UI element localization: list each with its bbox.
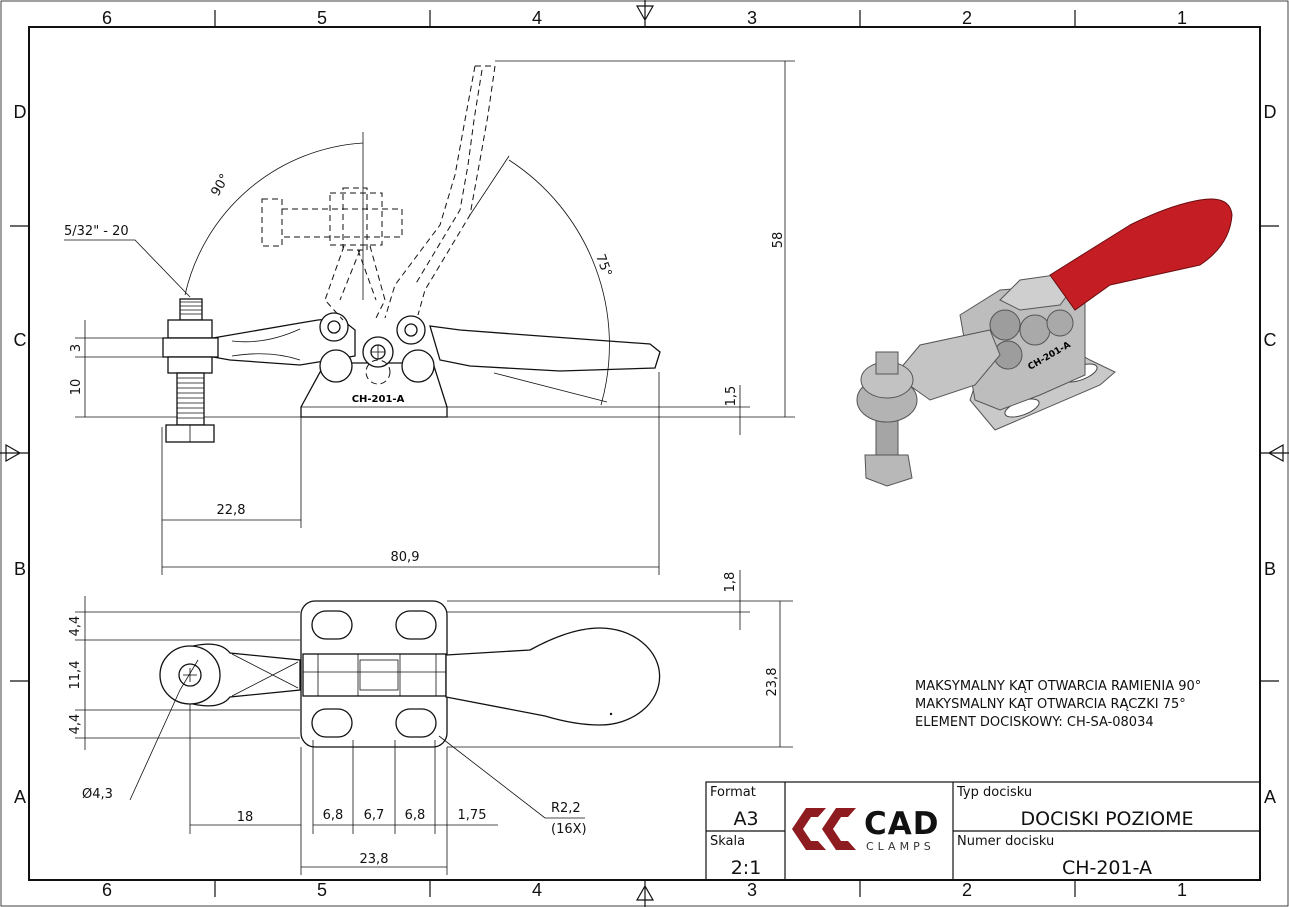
logo-subtext: CLAMPS (866, 840, 935, 853)
side-handle (429, 325, 661, 372)
side-part-marking: CH-201-A (352, 394, 405, 405)
title-block: Format A3 Skala 2:1 CAD CLAMPS Typ docis… (705, 781, 1261, 881)
zone-bottom-2: 2 (962, 880, 972, 900)
side-dim-3: 3 (69, 344, 84, 352)
zone-bottom-1: 1 (1177, 880, 1187, 900)
zone-right-C: C (1264, 330, 1277, 350)
note-line-3: ELEMENT DOCISKOWY: CH-SA-08034 (915, 715, 1154, 730)
zone-bottom-6: 6 (102, 880, 112, 900)
note-line-1: MAKSYMALNY KĄT OTWARCIA RAMIENIA 90° (915, 679, 1201, 694)
side-arc-75 (508, 159, 610, 406)
side-arm-eye (162, 337, 219, 358)
side-dim-10: 10 (69, 379, 84, 396)
tb-type-value: DOCISKI POZIOME (1020, 808, 1193, 830)
top-dim-hole: Ø4,3 (82, 787, 113, 802)
top-dim-4-4-top: 4,4 (68, 616, 83, 637)
top-view: 4,4 11,4 4,4 1,8 23,8 Ø4,3 18 6,8 6,7 6,… (68, 570, 793, 875)
side-pivot-base-left (319, 349, 353, 383)
zone-left-A: A (14, 787, 26, 807)
zone-left-C: C (14, 330, 27, 350)
side-phantom-handle (384, 65, 496, 319)
top-dim-6-8-b: 6,8 (405, 808, 426, 823)
top-handle (445, 627, 661, 726)
zone-left-D: D (14, 102, 27, 122)
side-dim-1-5: 1,5 (724, 386, 739, 407)
side-thread-label: 5/32" - 20 (64, 224, 129, 239)
zone-top-6: 6 (102, 8, 112, 28)
top-slot (395, 708, 437, 738)
centring-mark-left (0, 443, 29, 463)
side-dim-80-9: 80,9 (391, 550, 420, 565)
zone-left-B: B (14, 559, 26, 579)
centring-mark-top (635, 0, 655, 27)
side-nut-upper (167, 319, 213, 339)
top-dim-1-8: 1,8 (723, 572, 738, 593)
side-arc-90 (184, 142, 364, 296)
zone-right-A: A (1264, 787, 1276, 807)
tb-scale-value: 2:1 (731, 857, 762, 879)
zone-bottom-3: 3 (747, 880, 757, 900)
logo-text: CAD (864, 806, 939, 842)
top-dim-4-4-bottom: 4,4 (68, 714, 83, 735)
iso-handle-grip (1049, 198, 1233, 311)
top-dim-1-75: 1,75 (458, 808, 487, 823)
zone-top-5: 5 (317, 8, 327, 28)
zone-top-3: 3 (747, 8, 757, 28)
top-dim-23-8-bottom: 23,8 (360, 852, 389, 867)
side-angle-90: 90° (208, 172, 233, 199)
top-slot (395, 610, 437, 640)
top-dim-radius-count: (16X) (551, 822, 587, 837)
top-dim-23-8-right: 23,8 (765, 668, 780, 697)
side-nut-lower (167, 356, 213, 374)
zone-top-4: 4 (532, 8, 542, 28)
top-slot (311, 610, 353, 640)
top-dim-6-8-a: 6,8 (323, 808, 344, 823)
tb-scale-label: Skala (710, 834, 745, 849)
tb-number-value: CH-201-A (1062, 857, 1152, 879)
zone-bottom-5: 5 (317, 880, 327, 900)
side-pivot-base-right (401, 349, 435, 383)
centring-mark-right (1260, 443, 1289, 463)
top-dim-11-4: 11,4 (68, 661, 83, 690)
zone-right-B: B (1264, 559, 1276, 579)
side-dim-22-8: 22,8 (217, 503, 246, 518)
tb-number-label: Numer docisku (957, 834, 1054, 849)
tb-format-label: Format (710, 785, 756, 800)
top-dim-6-7: 6,7 (364, 808, 385, 823)
tb-format-value: A3 (733, 808, 758, 830)
note-line-2: MAKYSMALNY KĄT OTWARCIA RĄCZKI 75° (915, 697, 1186, 712)
top-dim-18: 18 (237, 810, 254, 825)
iso-spindle-foot (864, 454, 913, 487)
side-view: CH-201-A (64, 60, 795, 575)
zone-bottom-4: 4 (532, 880, 542, 900)
zone-right-D: D (1264, 102, 1277, 122)
top-arm (192, 643, 301, 707)
cad-clamps-logo: CAD CLAMPS (792, 806, 939, 853)
side-dim-58: 58 (771, 232, 786, 249)
side-spindle-thread (176, 372, 205, 426)
top-slot (311, 708, 353, 738)
zone-top-1: 1 (1177, 8, 1187, 28)
top-dim-radius: R2,2 (551, 801, 581, 816)
side-angle-75: 75° (592, 252, 614, 279)
iso-arm (894, 329, 1001, 401)
zone-labels: 6 5 4 3 2 1 6 5 4 3 2 1 D C B A D C B A (14, 8, 1277, 900)
side-arm (212, 317, 356, 366)
centring-mark-bottom (635, 880, 655, 907)
side-phantom-arm (261, 187, 403, 321)
notes: MAKSYMALNY KĄT OTWARCIA RAMIENIA 90° MAK… (915, 679, 1201, 730)
tb-type-label: Typ docisku (956, 785, 1032, 800)
iso-view: CH-201-A (856, 198, 1233, 487)
zone-top-2: 2 (962, 8, 972, 28)
